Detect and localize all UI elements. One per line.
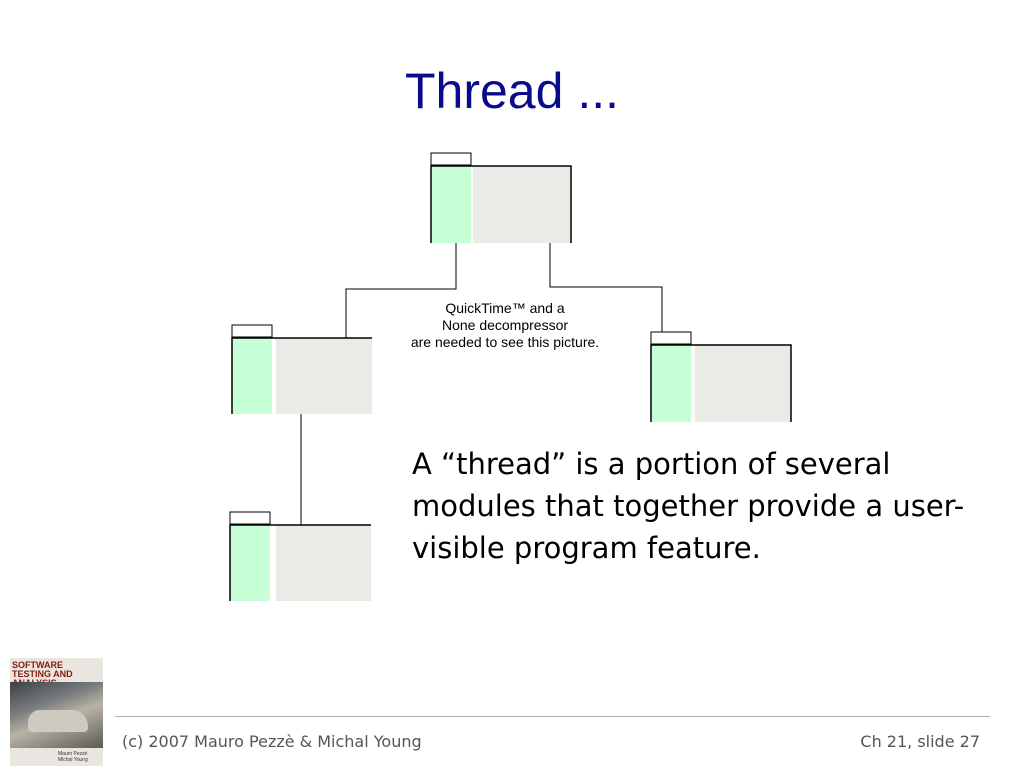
module-band	[232, 338, 272, 414]
slide-title: Thread ...	[405, 63, 619, 119]
module-band	[230, 525, 270, 601]
module-tab	[231, 324, 273, 338]
module-left	[231, 324, 372, 414]
notice-line: are needed to see this picture.	[410, 334, 600, 350]
module-body	[276, 338, 372, 414]
book-author: Michal Young	[58, 757, 88, 763]
module-right	[650, 331, 792, 422]
module-outline	[231, 337, 372, 414]
module-top	[430, 152, 572, 243]
module-body	[276, 525, 371, 601]
module-outline	[650, 344, 792, 422]
footer-copyright: (c) 2007 Mauro Pezzè & Michal Young	[122, 732, 422, 751]
notice-line: QuickTime™ and a	[445, 300, 565, 316]
notice-line: None decompressor	[441, 317, 569, 333]
book-cover-thumbnail: SOFTWARE TESTING AND ANALYSIS Mauro Pezz…	[10, 658, 103, 766]
connector-top-left	[345, 242, 457, 338]
module-tab	[650, 331, 692, 345]
module-band	[431, 166, 471, 243]
module-outline	[430, 165, 572, 243]
footer-divider	[115, 716, 990, 717]
module-outline	[229, 524, 371, 601]
module-bottom	[229, 511, 371, 601]
module-body	[695, 345, 791, 422]
crash-car-graphic	[28, 710, 88, 732]
book-author: Mauro Pezzè	[58, 751, 88, 757]
quicktime-placeholder-notice: QuickTime™ and a None decompressor are n…	[370, 300, 640, 351]
slide-body-text: A “thread” is a portion of several modul…	[412, 447, 965, 565]
book-cover-authors: Mauro Pezzè Michal Young	[58, 751, 88, 763]
module-band	[651, 345, 691, 422]
footer-slide-number: Ch 21, slide 27	[860, 732, 980, 751]
connector-top-right	[549, 242, 663, 332]
module-body	[473, 166, 571, 243]
module-tab	[229, 511, 271, 525]
diagram-connectors	[300, 242, 663, 525]
module-tab	[430, 152, 472, 166]
